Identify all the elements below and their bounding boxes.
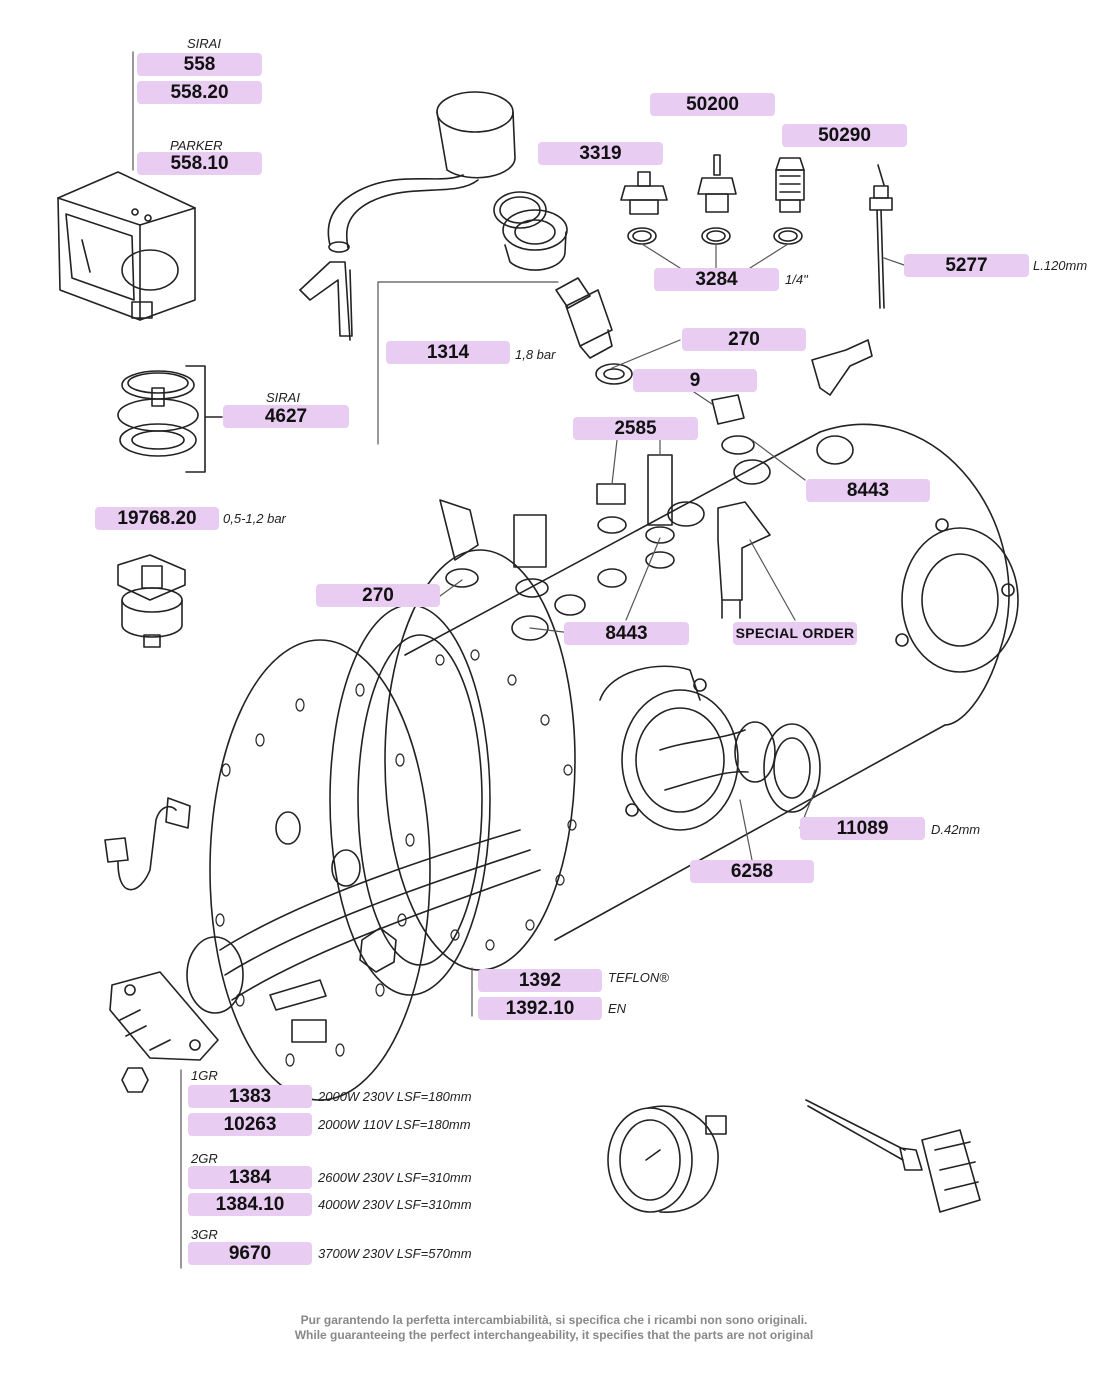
part-1314[interactable]: 1314	[386, 341, 510, 364]
spec-9670: 3700W 230V LSF=570mm	[318, 1246, 472, 1261]
pressure-gauge-icon	[607, 1105, 727, 1213]
tube-fitting-icon	[104, 797, 191, 891]
part-10263[interactable]: 10263	[188, 1113, 312, 1136]
boiler-body-icon	[384, 423, 1019, 971]
part-558[interactable]: 558	[137, 53, 262, 76]
gasket-1392-icon	[329, 604, 491, 996]
brand-parker: PARKER	[170, 138, 223, 153]
diaphragm-4627-icon	[117, 370, 199, 457]
group-1gr: 1GR	[191, 1068, 218, 1083]
part-4627[interactable]: 4627	[223, 405, 349, 428]
part-19768-20[interactable]: 19768.20	[95, 507, 219, 530]
disclaimer-italian: Pur garantendo la perfetta intercambiabi…	[300, 1313, 808, 1327]
part-558-10[interactable]: 558.10	[137, 152, 262, 175]
brand-sirai-mid: SIRAI	[266, 390, 300, 405]
part-1384-10[interactable]: 1384.10	[188, 1193, 312, 1216]
part-8443-mid[interactable]: 8443	[564, 622, 689, 645]
safety-valve-1314-icon	[555, 277, 633, 385]
heating-element-flange-icon	[209, 639, 541, 1101]
bracket-4627	[185, 365, 223, 473]
group-2gr: 2GR	[191, 1151, 218, 1166]
brand-sirai-top: SIRAI	[187, 36, 221, 51]
spec-1383: 2000W 230V LSF=180mm	[318, 1089, 472, 1104]
note-en: EN	[608, 1001, 627, 1016]
part-2585[interactable]: 2585	[573, 417, 698, 440]
pressure-switch-19768-icon	[117, 554, 186, 648]
note-l120: L.120mm	[1033, 258, 1088, 273]
group-3gr: 3GR	[191, 1227, 218, 1242]
elbow-6258-icon	[659, 721, 821, 813]
probe-5277-icon	[869, 164, 893, 309]
part-5277[interactable]: 5277	[904, 254, 1029, 277]
note-size-quarter: 1/4"	[785, 272, 808, 287]
fitting-3319-icon	[620, 171, 668, 215]
part-11089[interactable]: 11089	[800, 817, 925, 840]
part-50200[interactable]: 50200	[650, 93, 775, 116]
seal-fitting-icon	[493, 191, 568, 271]
fitting-50200-icon	[697, 154, 737, 213]
spec-10263: 2000W 110V LSF=180mm	[318, 1117, 471, 1132]
part-3284[interactable]: 3284	[654, 268, 779, 291]
element-probe-terminal-icon	[805, 1099, 981, 1213]
spec-1384-10: 4000W 230V LSF=310mm	[318, 1197, 472, 1212]
washer-3284-icon	[627, 227, 803, 245]
part-1392-10[interactable]: 1392.10	[478, 997, 602, 1020]
part-1384[interactable]: 1384	[188, 1166, 312, 1189]
spec-1384: 2600W 230V LSF=310mm	[318, 1170, 472, 1185]
level-probe-tube-icon	[299, 91, 516, 341]
pressure-switch-icon	[57, 171, 196, 321]
part-8443-top[interactable]: 8443	[806, 479, 930, 502]
heating-element-terminal-icon	[109, 936, 327, 1093]
note-bar-18: 1,8 bar	[515, 347, 556, 362]
fitting-50290-icon	[775, 157, 805, 213]
part-270-top[interactable]: 270	[682, 328, 806, 351]
part-1383[interactable]: 1383	[188, 1085, 312, 1108]
part-270-left[interactable]: 270	[316, 584, 440, 607]
disclaimer-english: While guaranteeing the perfect interchan…	[294, 1328, 814, 1342]
note-d42: D.42mm	[931, 822, 981, 837]
part-6258[interactable]: 6258	[690, 860, 814, 883]
part-50290[interactable]: 50290	[782, 124, 907, 147]
boiler-top-fittings-icon	[439, 339, 873, 641]
part-1392[interactable]: 1392	[478, 969, 602, 992]
part-9[interactable]: 9	[633, 369, 757, 392]
special-order-label[interactable]: SPECIAL ORDER	[733, 622, 857, 645]
part-558-20[interactable]: 558.20	[137, 81, 262, 104]
note-teflon: TEFLON®	[608, 970, 669, 985]
note-bar-05-12: 0,5-1,2 bar	[223, 511, 286, 526]
part-9670[interactable]: 9670	[188, 1242, 312, 1265]
part-3319[interactable]: 3319	[538, 142, 663, 165]
